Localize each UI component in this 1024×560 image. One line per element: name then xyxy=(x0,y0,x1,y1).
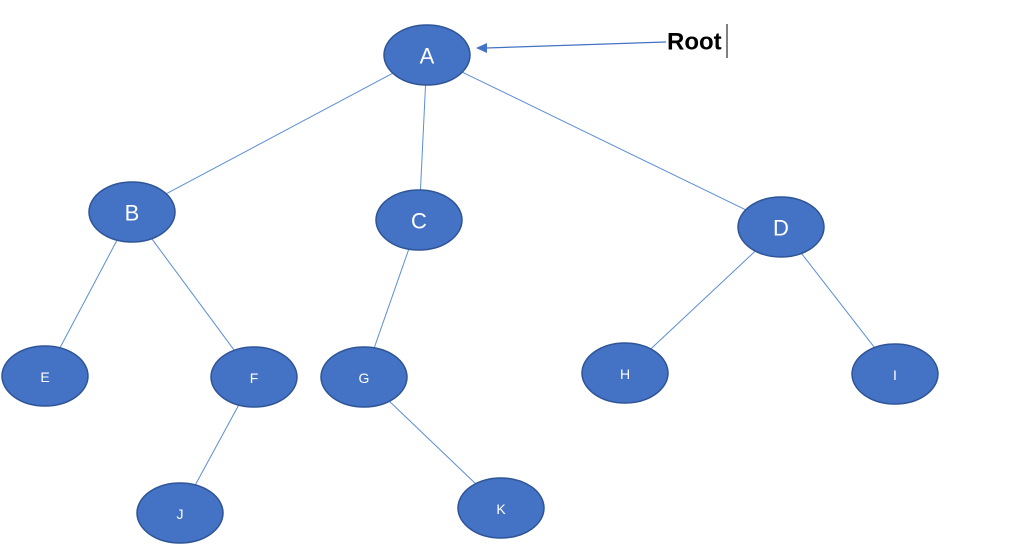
node-h-label: H xyxy=(620,366,630,382)
edge-c-g xyxy=(373,248,410,349)
node-g-label: G xyxy=(359,370,370,386)
edge-d-i xyxy=(801,253,875,348)
root-label: Root xyxy=(667,29,722,56)
node-a-label: A xyxy=(420,44,435,69)
node-c-shape xyxy=(375,189,463,251)
root-pointer-arrow xyxy=(485,41,667,49)
node-k-label: K xyxy=(496,501,506,517)
node-b-label: B xyxy=(125,201,140,226)
node-d: D xyxy=(737,196,825,258)
edge-a-c xyxy=(419,84,427,191)
edge-d-h xyxy=(650,250,756,350)
node-a: A xyxy=(383,24,471,86)
edge-g-k xyxy=(388,400,477,485)
edges-layer xyxy=(59,71,875,486)
node-f-label: F xyxy=(250,370,259,386)
node-d-label: D xyxy=(773,216,789,241)
node-i-shape xyxy=(851,343,939,405)
root-pointer-arrowhead xyxy=(476,43,487,53)
node-a-shape xyxy=(383,24,471,86)
node-d-shape xyxy=(737,196,825,258)
edge-b-e xyxy=(59,239,118,349)
edge-f-j xyxy=(194,404,240,486)
node-c-label: C xyxy=(411,209,427,234)
node-e: E xyxy=(1,345,89,407)
edge-a-d xyxy=(462,71,746,211)
node-k: K xyxy=(457,477,545,539)
node-j-shape xyxy=(136,482,224,544)
node-h: H xyxy=(581,342,669,404)
node-f-shape xyxy=(210,346,298,408)
node-j: J xyxy=(136,482,224,544)
node-f: F xyxy=(210,346,298,408)
node-c: C xyxy=(375,189,463,251)
node-e-label: E xyxy=(40,369,49,385)
root-pointer: Root xyxy=(476,24,728,58)
node-k-shape xyxy=(457,477,545,539)
node-i: I xyxy=(851,343,939,405)
edge-b-f xyxy=(151,238,235,351)
node-b-shape xyxy=(88,181,176,243)
node-j-label: J xyxy=(177,506,184,522)
node-h-shape xyxy=(581,342,669,404)
node-e-shape xyxy=(1,345,89,407)
node-g: G xyxy=(320,346,408,408)
node-g-shape xyxy=(320,346,408,408)
node-i-label: I xyxy=(893,367,897,383)
nodes-layer: A B C D E F G H I J K xyxy=(1,24,939,544)
edge-a-b xyxy=(165,72,394,195)
node-b: B xyxy=(88,181,176,243)
